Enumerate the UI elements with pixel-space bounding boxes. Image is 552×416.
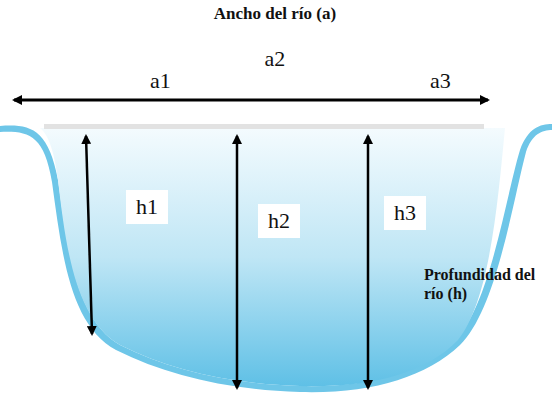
depth-part: h1 bbox=[126, 190, 168, 224]
width-part: a1 bbox=[150, 68, 171, 94]
width-part: a3 bbox=[430, 68, 451, 94]
dimension-label: Profundidad del río (h) bbox=[424, 265, 544, 303]
depth-part: h3 bbox=[384, 196, 426, 230]
width-part: a2 bbox=[265, 46, 286, 72]
depth-part: h2 bbox=[258, 204, 300, 238]
dimension-title: Ancho del río (a) bbox=[214, 4, 336, 24]
